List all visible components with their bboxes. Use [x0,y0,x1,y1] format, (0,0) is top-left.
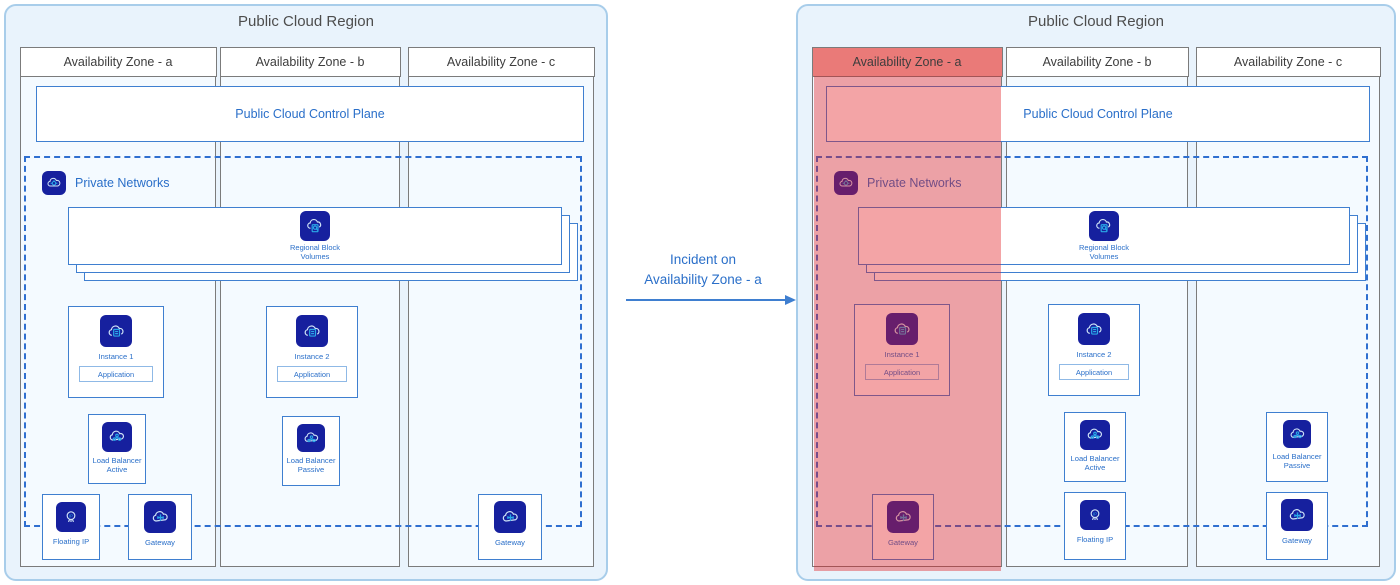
private-networks-label-after: Private Networks [834,171,961,195]
transition-arrow-block: Incident on Availability Zone - a [608,250,798,306]
node-floating-ip-after[interactable]: IP Floating IP [1064,492,1126,560]
instance-icon [100,315,132,347]
regional-block-volumes-caption-before: Regional Block Volumes [289,242,341,261]
public-cloud-control-plane-after: Public Cloud Control Plane [826,86,1370,142]
regional-block-volumes-stack-before: Regional Block Volumes [68,207,578,285]
application-box-instance-2-after: Application [1059,364,1129,381]
load-balancer-passive-label-after: Load Balancer Passive [1272,452,1322,471]
gateway-c-label-before: Gateway [495,538,525,547]
node-instance-2-before[interactable]: Instance 2 Application [266,306,358,398]
node-instance-2-after[interactable]: Instance 2 Application [1048,304,1140,396]
regional-block-volumes-caption-after: Regional Block Volumes [1078,242,1130,261]
svg-text:IP: IP [1093,512,1097,517]
floating-ip-label-after: Floating IP [1076,535,1114,544]
instance-2-label-after: Instance 2 [1076,350,1112,359]
floating-ip-label-before: Floating IP [52,537,90,546]
private-network-icon [834,171,858,195]
region-title-before: Public Cloud Region [238,13,374,30]
gateway-icon [494,501,526,533]
gateway-icon [1281,499,1313,531]
gateway-c-label-after: Gateway [1282,536,1312,545]
node-gateway-a-before[interactable]: Gateway [128,494,192,560]
load-balancer-passive-label-before: Load Balancer Passive [286,456,336,475]
gateway-a-label-before: Gateway [145,538,175,547]
floating-ip-icon: IP [56,502,86,532]
instance-2-label-before: Instance 2 [294,352,330,361]
node-gateway-c-before[interactable]: Gateway [478,494,542,560]
private-networks-text-before: Private Networks [75,176,170,190]
application-box-instance-2-before: Application [277,366,347,383]
block-volume-icon [300,210,330,241]
availability-zone-a-header-after: Availability Zone - a [811,46,1003,77]
node-load-balancer-passive-after[interactable]: Load Balancer Passive [1266,412,1328,482]
instance-icon [1078,313,1110,345]
regional-block-volumes-stack-after: Regional Block Volumes [858,207,1366,285]
instance-1-label-before: Instance 1 [98,352,134,361]
node-gateway-c-after[interactable]: Gateway [1266,492,1328,560]
floating-ip-icon: IP [1080,500,1110,530]
availability-zone-a-header-before: Availability Zone - a [19,46,217,77]
load-balancer-active-label-after: Load Balancer Active [1070,454,1120,473]
private-networks-text-after: Private Networks [867,176,962,190]
node-instance-1-after[interactable]: Instance 1 Application [854,304,950,396]
block-volume-icon [1089,210,1119,241]
node-gateway-a-after[interactable]: Gateway [872,494,934,560]
instance-icon [296,315,328,347]
regional-block-volumes-after[interactable]: Regional Block Volumes [858,207,1350,265]
arrow-right-icon [608,295,798,306]
gateway-icon [144,501,176,533]
load-balancer-active-label-before: Load Balancer Active [92,456,142,475]
availability-zone-b-header-before: Availability Zone - b [219,46,401,77]
load-balancer-icon [102,422,132,452]
svg-text:IP: IP [69,514,73,519]
node-floating-ip-before[interactable]: IP Floating IP [42,494,100,560]
node-load-balancer-active-after[interactable]: Load Balancer Active [1064,412,1126,482]
diagram-panel-before: Public Cloud Region Availability Zone - … [4,4,608,581]
application-box-instance-1-before: Application [79,366,153,383]
private-network-icon [42,171,66,195]
instance-icon [886,313,918,345]
private-networks-boundary-before [24,156,582,527]
node-load-balancer-passive-before[interactable]: Load Balancer Passive [282,416,340,486]
node-load-balancer-active-before[interactable]: Load Balancer Active [88,414,146,484]
load-balancer-icon [1283,420,1311,448]
load-balancer-icon [1080,420,1110,450]
application-box-instance-1-after: Application [865,364,939,381]
private-networks-label-before: Private Networks [42,171,169,195]
public-cloud-control-plane-before: Public Cloud Control Plane [36,86,584,142]
instance-1-label-after: Instance 1 [884,350,920,359]
transition-label: Incident on Availability Zone - a [644,252,762,287]
availability-zone-c-header-before: Availability Zone - c [407,46,595,77]
load-balancer-icon [297,424,325,452]
availability-zone-c-header-after: Availability Zone - c [1195,46,1381,77]
node-instance-1-before[interactable]: Instance 1 Application [68,306,164,398]
regional-block-volumes-before[interactable]: Regional Block Volumes [68,207,562,265]
availability-zone-b-header-after: Availability Zone - b [1005,46,1189,77]
gateway-a-label-after: Gateway [888,538,918,547]
gateway-icon [887,501,919,533]
region-title-after: Public Cloud Region [1028,13,1164,30]
diagram-panel-after: Public Cloud Region Availability Zone - … [796,4,1396,581]
